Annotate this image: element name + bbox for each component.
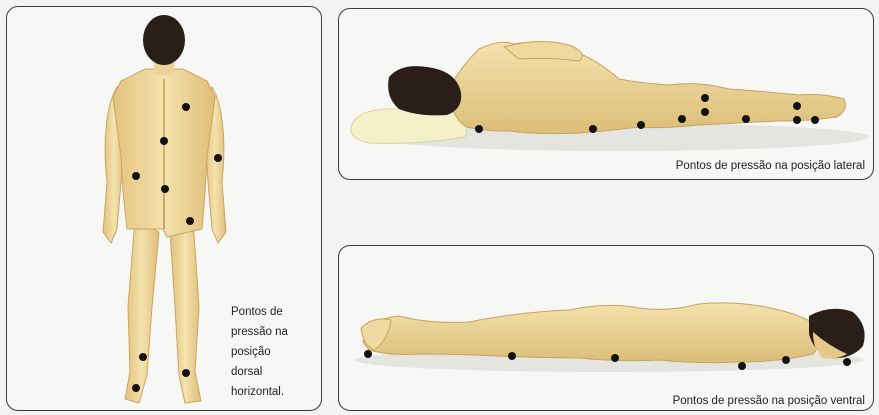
- dorsal-position-panel: Pontos de pressão na posição dorsal hori…: [6, 6, 322, 411]
- ventral-figure-illustration: [339, 246, 874, 411]
- pressure-point: [589, 125, 597, 133]
- pressure-point: [637, 121, 645, 129]
- pressure-point: [701, 94, 709, 102]
- dorsal-caption-line: horizontal.: [231, 382, 288, 402]
- lateral-caption: Pontos de pressão na posição lateral: [676, 161, 865, 173]
- ventral-position-panel: Pontos de pressão na posição ventral: [338, 245, 874, 411]
- lateral-position-panel: Pontos de pressão na posição lateral: [338, 8, 874, 180]
- dorsal-caption-line: posição: [231, 342, 288, 362]
- lateral-figure-illustration: [339, 9, 874, 180]
- pressure-point: [793, 116, 801, 124]
- ventral-caption: Pontos de pressão na posição ventral: [673, 396, 865, 408]
- pressure-point: [161, 185, 169, 193]
- pressure-point: [611, 354, 619, 362]
- pillow: [351, 109, 467, 144]
- pressure-point: [742, 115, 750, 123]
- pressure-point: [132, 172, 140, 180]
- pressure-point: [508, 352, 516, 360]
- pressure-point: [701, 108, 709, 116]
- dorsal-caption: Pontos de pressão na posição dorsal hori…: [231, 302, 288, 402]
- dorsal-caption-line: pressão na: [231, 322, 288, 342]
- pressure-point: [843, 358, 851, 366]
- pressure-point: [782, 356, 790, 364]
- pressure-point: [182, 369, 190, 377]
- pressure-point: [364, 350, 372, 358]
- ventral-body: [363, 303, 820, 363]
- left-leg: [125, 219, 159, 403]
- pressure-point: [139, 353, 147, 361]
- dorsal-caption-line: Pontos de: [231, 302, 288, 322]
- pressure-point: [186, 217, 194, 225]
- head-hair: [388, 66, 461, 115]
- pressure-point: [132, 384, 140, 392]
- pressure-point: [214, 154, 222, 162]
- pressure-point: [182, 103, 190, 111]
- pressure-point: [678, 115, 686, 123]
- head-hair: [143, 15, 185, 65]
- pressure-point: [738, 362, 746, 370]
- lateral-body: [449, 42, 845, 133]
- dorsal-caption-line: dorsal: [231, 362, 288, 382]
- pressure-point: [160, 137, 168, 145]
- pressure-point: [811, 116, 819, 124]
- pressure-point: [475, 125, 483, 133]
- pressure-point: [793, 102, 801, 110]
